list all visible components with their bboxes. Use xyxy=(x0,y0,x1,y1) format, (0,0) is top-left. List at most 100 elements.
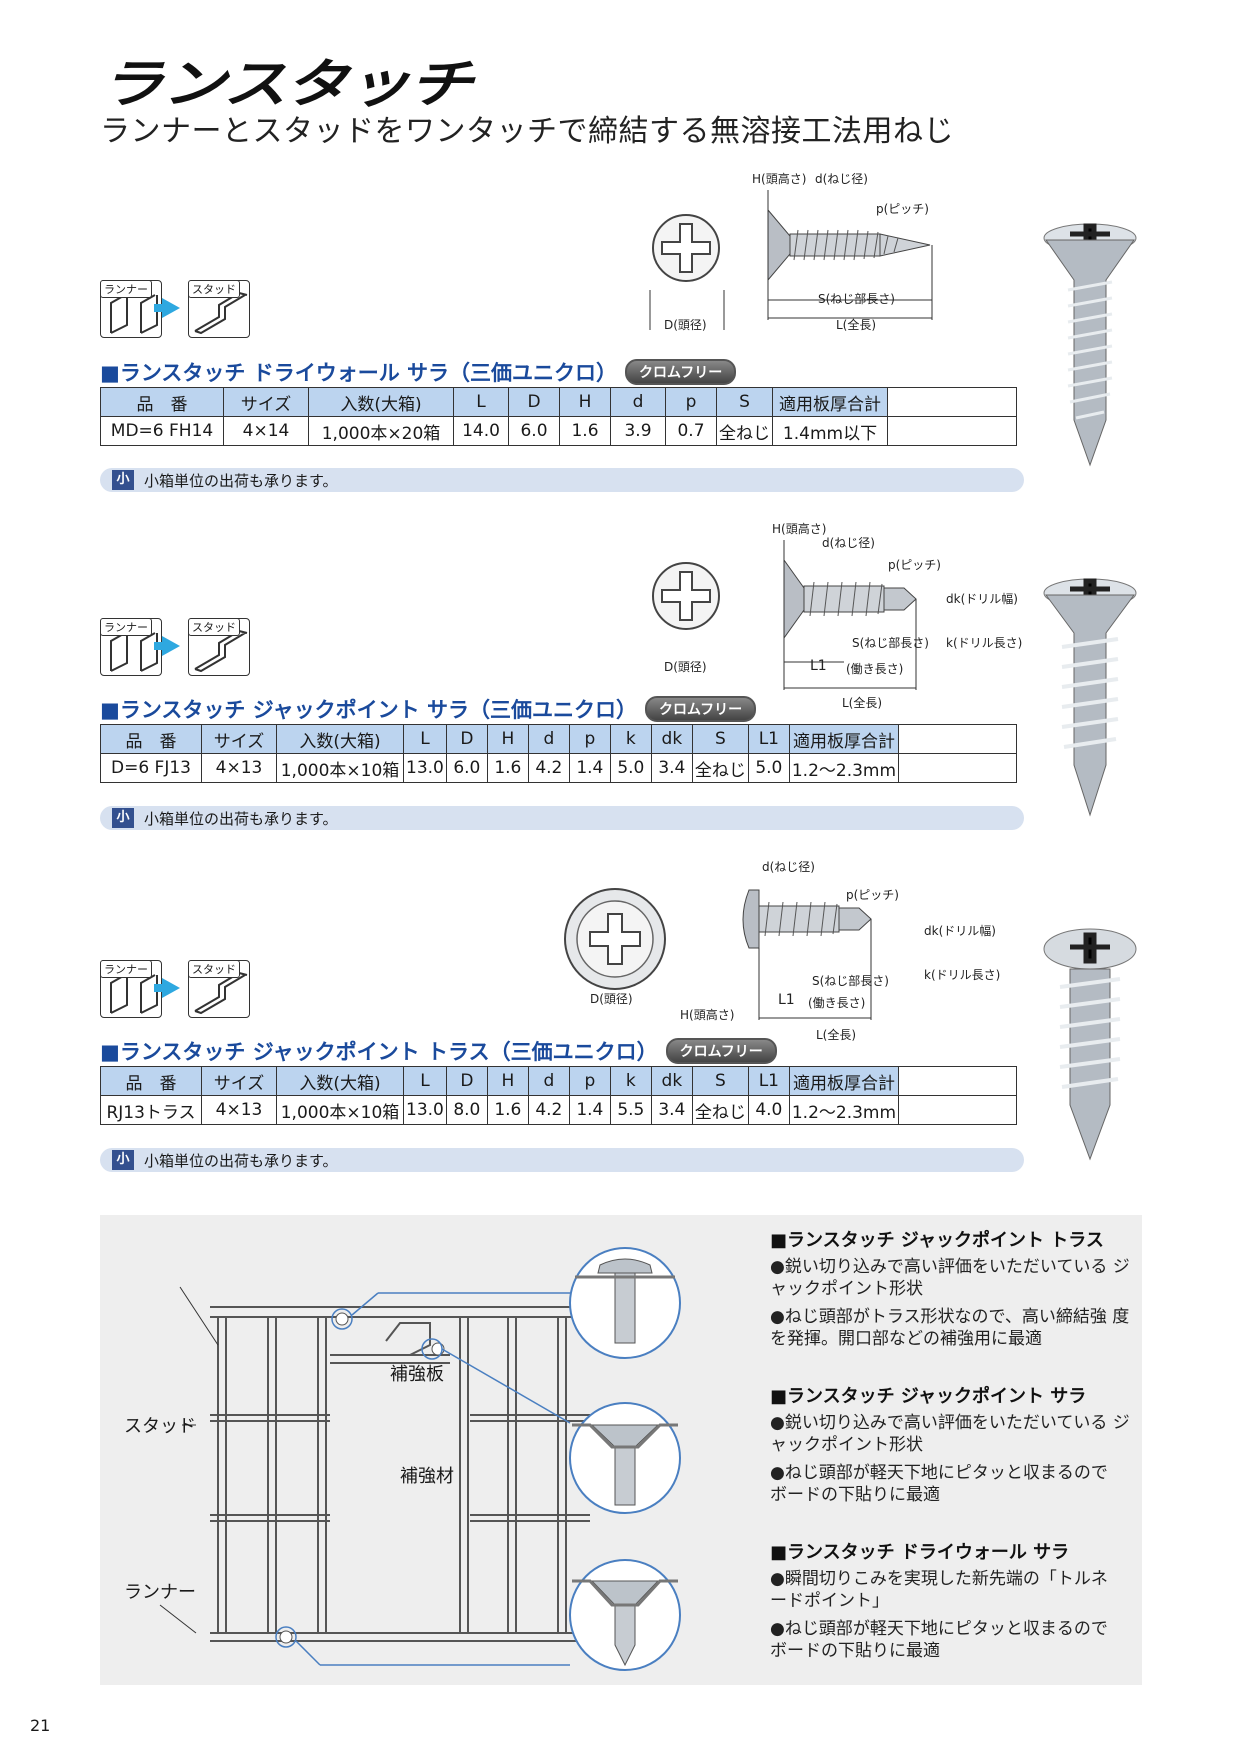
runner-box: ランナー xyxy=(100,280,162,338)
feature-1-heading: ■ランスタッチ ジャックポイント トラス xyxy=(770,1230,1104,1251)
spec-table-3: 品 番 サイズ 入数(大箱) L D H d p k dk S L1 適用板厚合… xyxy=(100,1066,1017,1125)
dim-working-length-note: (働き長さ) xyxy=(846,662,904,676)
runner-profile-icon xyxy=(110,294,158,334)
dim-head-diameter: D(頭径) xyxy=(590,992,633,1006)
runner-label: ランナー xyxy=(100,618,152,636)
magnifier-jackpoint-flat xyxy=(569,1402,681,1514)
dim-pitch: p(ピッチ) xyxy=(888,558,941,572)
label-reinforcing-plate: 補強板 xyxy=(390,1364,444,1385)
feature-3-bullet-2: ●ねじ頭部が軽天下地にピタッと収まるので ボードの下貼りに最適 xyxy=(770,1619,1108,1661)
note-text: 小箱単位の出荷も承ります。 xyxy=(144,810,338,828)
runner-label: ランナー xyxy=(100,960,152,978)
dim-pitch: p(ピッチ) xyxy=(846,888,899,902)
flat-head-top-icon xyxy=(652,562,720,630)
stud-profile-icon xyxy=(194,971,248,1015)
dim-thread-diameter: d(ねじ径) xyxy=(762,860,815,874)
jackpoint-flat-screw-side-icon xyxy=(783,540,917,690)
stud-label: スタッド xyxy=(188,960,240,978)
feature-3-heading: ■ランスタッチ ドライウォール サラ xyxy=(770,1542,1070,1563)
jackpoint-truss-screw-side-icon xyxy=(742,889,872,1020)
stud-label: スタッド xyxy=(188,280,240,298)
magnifier-truss xyxy=(569,1247,681,1359)
stud-box: スタッド xyxy=(188,618,250,676)
small-box-tag: 小 xyxy=(112,808,134,828)
dim-thread-length: S(ねじ部長さ) xyxy=(818,292,895,306)
note-text: 小箱単位の出荷も承ります。 xyxy=(144,1152,338,1170)
arrow-right-icon xyxy=(154,978,180,998)
spec-table-2: 品 番 サイズ 入数(大箱) L D H d p k dk S L1 適用板厚合… xyxy=(100,724,1017,783)
spec-table-1: 品 番 サイズ 入数(大箱) L D H d p S 適用板厚合計 MD=6 F… xyxy=(100,387,1017,446)
dim-total-length: L(全長) xyxy=(842,696,883,710)
label-reinforcing-member: 補強材 xyxy=(400,1466,454,1487)
dim-drill-width: dk(ドリル幅) xyxy=(924,924,996,938)
dim-thread-length: S(ねじ部長さ) xyxy=(852,636,929,650)
table-header-row: 品 番 サイズ 入数(大箱) L D H d p k dk S L1 適用板厚合… xyxy=(100,1066,1017,1096)
runner-profile-icon xyxy=(110,632,158,672)
page-title: ランスタッチ xyxy=(100,54,473,115)
chrome-free-badge: クロムフリー xyxy=(665,1038,777,1064)
section-3-heading: ■ランスタッチ ジャックポイント トラス（三価ユニクロ）クロムフリー xyxy=(100,1036,777,1066)
table-row: D=6 FJ13 4×13 1,000本×10箱 13.0 6.0 1.6 4.… xyxy=(100,753,1017,783)
dim-line-d xyxy=(649,290,725,330)
note-bar-1: 小 小箱単位の出荷も承ります。 xyxy=(100,468,1024,492)
dim-total-length: L(全長) xyxy=(816,1028,857,1042)
small-box-tag: 小 xyxy=(112,1150,134,1170)
dim-drill-length: k(ドリル長さ) xyxy=(924,968,1001,982)
dim-thread-length: S(ねじ部長さ) xyxy=(812,974,889,988)
feature-1-bullet-1: ●鋭い切り込みで高い評価をいただいている ジャックポイント形状 xyxy=(770,1257,1130,1299)
chrome-free-badge: クロムフリー xyxy=(625,359,737,385)
table-row: RJ13トラス 4×13 1,000本×10箱 13.0 8.0 1.6 4.2… xyxy=(100,1095,1017,1125)
dim-head-diameter: D(頭径) xyxy=(664,318,707,332)
flat-screw-side-icon xyxy=(767,190,933,320)
section-1-heading: ■ランスタッチ ドライウォール サラ（三価ユニクロ）クロムフリー xyxy=(100,357,737,387)
chrome-free-badge: クロムフリー xyxy=(645,696,757,722)
dim-total-length: L(全長) xyxy=(836,318,877,332)
framing-diagram xyxy=(159,1247,681,1671)
small-box-tag: 小 xyxy=(112,470,134,490)
page-number: 21 xyxy=(30,1716,51,1735)
dim-head-height: H(頭高さ) xyxy=(772,522,827,536)
arrow-right-icon xyxy=(154,636,180,656)
table-header-row: 品 番 サイズ 入数(大箱) L D H d p k dk S L1 適用板厚合… xyxy=(100,724,1017,754)
label-stud: スタッド xyxy=(124,1416,196,1437)
jackpoint-flat-screw-image xyxy=(1043,578,1137,817)
dim-working-length: L1 xyxy=(778,992,795,1008)
stud-profile-icon xyxy=(194,291,248,335)
table-header-row: 品 番 サイズ 入数(大箱) L D H d p S 適用板厚合計 xyxy=(100,387,1017,417)
runner-box: ランナー xyxy=(100,618,162,676)
runner-box: ランナー xyxy=(100,960,162,1018)
runner-label: ランナー xyxy=(100,280,152,298)
stud-label: スタッド xyxy=(188,618,240,636)
stud-box: スタッド xyxy=(188,960,250,1018)
flat-head-top-icon xyxy=(652,214,720,282)
note-text: 小箱単位の出荷も承ります。 xyxy=(144,472,338,490)
section-2-heading: ■ランスタッチ ジャックポイント サラ（三価ユニクロ）クロムフリー xyxy=(100,694,757,724)
table-row: MD=6 FH14 4×14 1,000本×20箱 14.0 6.0 1.6 3… xyxy=(100,416,1017,446)
drywall-flat-screw-image xyxy=(1043,223,1137,467)
page-subtitle: ランナーとスタッドをワンタッチで締結する無溶接工法用ねじ xyxy=(100,114,954,149)
magnifier-drywall-flat xyxy=(569,1559,681,1671)
note-bar-3: 小 小箱単位の出荷も承ります。 xyxy=(100,1148,1024,1172)
feature-2-heading: ■ランスタッチ ジャックポイント サラ xyxy=(770,1386,1087,1407)
dim-thread-diameter: d(ねじ径) xyxy=(815,172,868,186)
stud-profile-icon xyxy=(194,629,248,673)
arrow-right-icon xyxy=(154,298,180,318)
note-bar-2: 小 小箱単位の出荷も承ります。 xyxy=(100,806,1024,830)
feature-2-bullet-2: ●ねじ頭部が軽天下地にピタッと収まるので ボードの下貼りに最適 xyxy=(770,1463,1108,1505)
dim-head-height: H(頭高さ) xyxy=(752,172,807,186)
feature-1-bullet-2: ●ねじ頭部がトラス形状なので、高い締結強 度を発揮。開口部などの補強用に最適 xyxy=(770,1307,1130,1349)
feature-3-bullet-1: ●瞬間切りこみを実現した新先端の「トルネ ードポイント」 xyxy=(770,1569,1108,1611)
dim-thread-diameter: d(ねじ径) xyxy=(822,536,875,550)
dim-pitch: p(ピッチ) xyxy=(876,202,929,216)
label-runner: ランナー xyxy=(124,1582,196,1603)
truss-head-top-icon xyxy=(564,888,666,990)
dim-working-length-note: (働き長さ) xyxy=(808,996,866,1010)
dim-working-length: L1 xyxy=(810,658,827,674)
stud-box: スタッド xyxy=(188,280,250,338)
dim-drill-width: dk(ドリル幅) xyxy=(946,592,1018,606)
runner-profile-icon xyxy=(110,974,158,1014)
dim-head-diameter: D(頭径) xyxy=(664,660,707,674)
dim-head-height: H(頭高さ) xyxy=(680,1008,735,1022)
jackpoint-truss-screw-image xyxy=(1043,928,1137,1161)
dim-drill-length: k(ドリル長さ) xyxy=(946,636,1023,650)
